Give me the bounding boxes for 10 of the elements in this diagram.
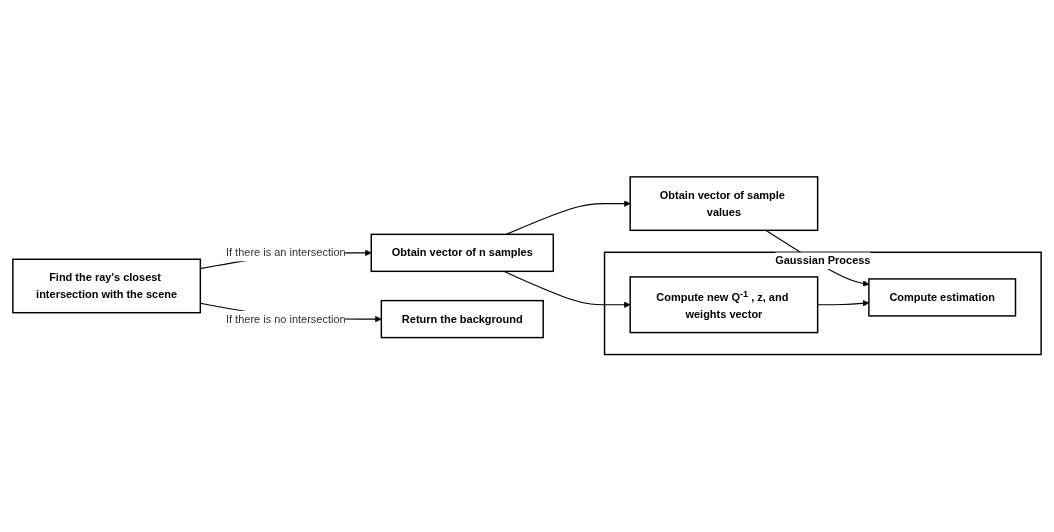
node-box: Compute estimation bbox=[868, 278, 1017, 317]
node-box: Find the ray's closest intersection with the scene bbox=[12, 258, 202, 314]
arrow bbox=[503, 271, 631, 309]
node-box: Obtain vector of sample values bbox=[629, 176, 819, 232]
edge-label: If there is an intersection bbox=[225, 246, 346, 259]
node-box: Obtain vector of n samples bbox=[370, 233, 554, 273]
node-box: Return the background bbox=[380, 300, 544, 339]
edge-label: If there is no intersection bbox=[225, 312, 346, 326]
node-box: Compute new Q$^{-1}$ , z, and weights vector bbox=[629, 276, 819, 334]
arrow bbox=[505, 200, 631, 236]
